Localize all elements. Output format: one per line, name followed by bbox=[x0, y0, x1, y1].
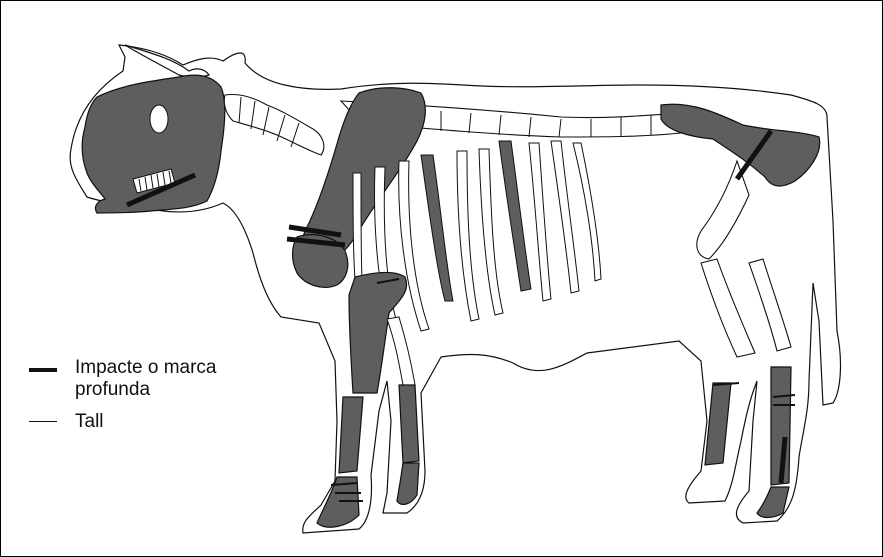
legend-label-cut: Tall bbox=[75, 411, 104, 432]
foreleg-rear-bone bbox=[387, 317, 415, 385]
rib-marked-2 bbox=[499, 141, 531, 291]
hind-shin bbox=[749, 259, 791, 351]
legend: Impacte o marca profunda Tall bbox=[23, 357, 265, 433]
legend-item-impact: Impacte o marca profunda bbox=[23, 357, 265, 401]
foreleg-cannon-2 bbox=[399, 385, 419, 463]
front-hoof-2 bbox=[397, 463, 419, 504]
foreleg-cannon bbox=[339, 397, 363, 473]
tibia bbox=[701, 259, 755, 357]
hind-cannon-1 bbox=[705, 383, 731, 465]
thin-line-swatch bbox=[29, 421, 57, 422]
horn bbox=[125, 45, 209, 77]
eye-orbit bbox=[150, 105, 168, 133]
legend-label-impact: Impacte o marca profunda bbox=[75, 357, 265, 401]
thick-line-swatch bbox=[29, 368, 57, 372]
neck-vertebrae bbox=[224, 94, 324, 155]
legend-item-cut: Tall bbox=[23, 411, 265, 433]
rib-marked-1 bbox=[421, 155, 453, 301]
